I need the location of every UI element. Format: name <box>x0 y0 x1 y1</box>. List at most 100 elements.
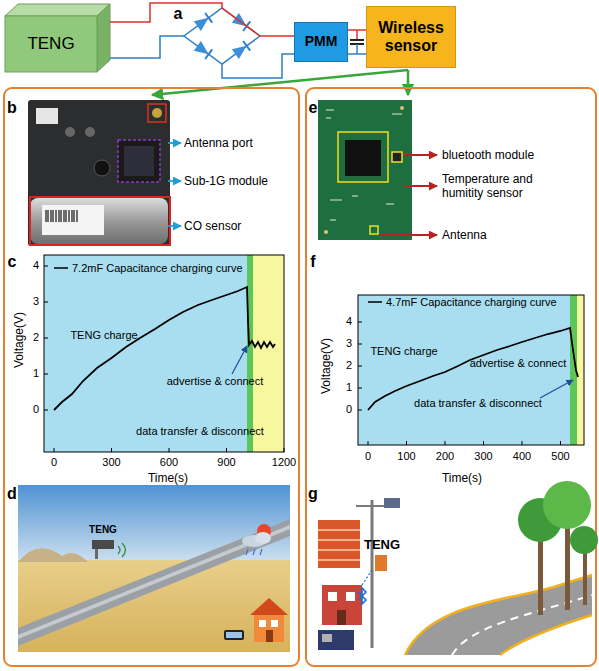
bridge-rectifier <box>232 41 250 59</box>
tick-label: 300 <box>102 456 120 469</box>
callout-arrow <box>168 143 181 226</box>
desert-scene <box>250 598 288 615</box>
annotation: advertise & connect <box>167 375 264 388</box>
node-text: Wireless sensor <box>371 19 451 54</box>
return-wire <box>222 54 294 78</box>
board-photo <box>326 110 402 220</box>
legend-line <box>54 267 68 269</box>
board-photo <box>42 205 104 235</box>
bridge-rectifier <box>194 41 212 59</box>
roadside-scene <box>543 481 591 529</box>
roadside-scene <box>452 595 592 655</box>
axis-title: Voltage(V) <box>319 338 333 394</box>
roadside-scene <box>362 570 372 585</box>
board-photo <box>124 146 154 176</box>
charging-chart <box>253 255 284 452</box>
place-label: TENG <box>89 524 117 536</box>
charging-chart <box>577 295 584 445</box>
callout-arrow <box>404 154 437 156</box>
panel-letter: b <box>7 98 17 117</box>
tick-label: 200 <box>436 450 454 463</box>
teng-cube <box>5 4 110 72</box>
bridge-rectifier <box>194 13 212 31</box>
roadside-scene <box>405 575 592 655</box>
roadside-scene <box>384 498 400 508</box>
tick-label: 3 <box>346 337 352 350</box>
roadside-scene <box>565 515 570 610</box>
annotation: TENG charge <box>70 329 137 342</box>
tick-label: 500 <box>551 450 569 463</box>
board-photo <box>46 210 77 222</box>
callout-arrow <box>380 234 437 236</box>
tick-label: 4 <box>33 259 39 272</box>
axis-title: Time(s) <box>148 471 188 485</box>
charging-chart <box>232 346 247 374</box>
bridge-rectifier <box>232 13 250 31</box>
panel-letter: e <box>309 98 318 117</box>
board-photo <box>338 132 388 182</box>
panel-letter: d <box>7 484 17 503</box>
desert-scene <box>18 548 88 562</box>
callout-text: Temperature and humitity sensor <box>442 172 542 201</box>
board-photo <box>370 226 378 234</box>
annotation: TENG charge <box>370 345 437 358</box>
tick-label: 1200 <box>272 456 296 469</box>
roadside-scene <box>328 592 337 601</box>
desert-scene <box>18 485 290 652</box>
board-photo <box>400 106 404 110</box>
annotation: advertise & connect <box>470 357 567 370</box>
callout-arrow <box>168 142 181 144</box>
legend-line <box>54 265 68 271</box>
bridge-rectifier <box>205 13 212 23</box>
charging-chart <box>44 266 284 452</box>
charging-chart <box>358 295 584 445</box>
roadside-scene <box>570 526 598 554</box>
roadside-scene <box>318 630 354 650</box>
capacitor-symbol <box>356 30 358 40</box>
axis-title: Time(s) <box>442 471 482 485</box>
roadside-scene <box>337 610 346 625</box>
capacitor-symbol <box>356 44 358 54</box>
desert-scene <box>266 630 273 642</box>
callout-text: bluetooth module <box>442 148 534 162</box>
panel-letter: c <box>8 252 17 271</box>
roadside-scene <box>405 575 592 655</box>
bridge-rectifier <box>184 8 260 64</box>
tick-label: 0 <box>365 450 371 463</box>
tick-label: 900 <box>217 456 235 469</box>
tick-label: 400 <box>513 450 531 463</box>
desert-scene <box>259 620 266 627</box>
place-label: TENG <box>364 537 400 553</box>
board-photo <box>85 127 95 137</box>
roadside-scene <box>322 585 362 625</box>
roadside-scene <box>346 592 355 601</box>
board-photo <box>94 160 110 176</box>
node-text: PMM <box>305 34 338 49</box>
tick-label: 2 <box>33 331 39 344</box>
return-wire <box>110 36 184 58</box>
panel-frame <box>4 88 299 666</box>
roadside-scene <box>318 530 360 560</box>
callout-text: Antenna <box>442 228 487 242</box>
node-text: TENG <box>27 35 74 54</box>
board-photo <box>30 197 170 245</box>
callout-text: Antenna port <box>184 136 253 150</box>
tick-label: 2 <box>346 359 352 372</box>
tick-label: 600 <box>160 456 178 469</box>
generator-box: TENG <box>5 4 110 72</box>
bridge-rectifier <box>232 41 250 59</box>
process-box: PMM <box>294 22 348 62</box>
pointer-arrow <box>407 70 410 95</box>
desert-scene <box>246 549 262 555</box>
bridge-rectifier <box>194 13 212 31</box>
tick-label: 0 <box>33 403 39 416</box>
callout-arrow <box>168 180 181 182</box>
charging-chart <box>44 255 284 452</box>
board-photo <box>152 108 162 118</box>
charging-chart <box>44 255 284 452</box>
callout-text: CO sensor <box>184 219 241 233</box>
board-photo <box>345 140 381 176</box>
charging-chart <box>54 287 275 410</box>
wire-connector <box>348 29 366 31</box>
